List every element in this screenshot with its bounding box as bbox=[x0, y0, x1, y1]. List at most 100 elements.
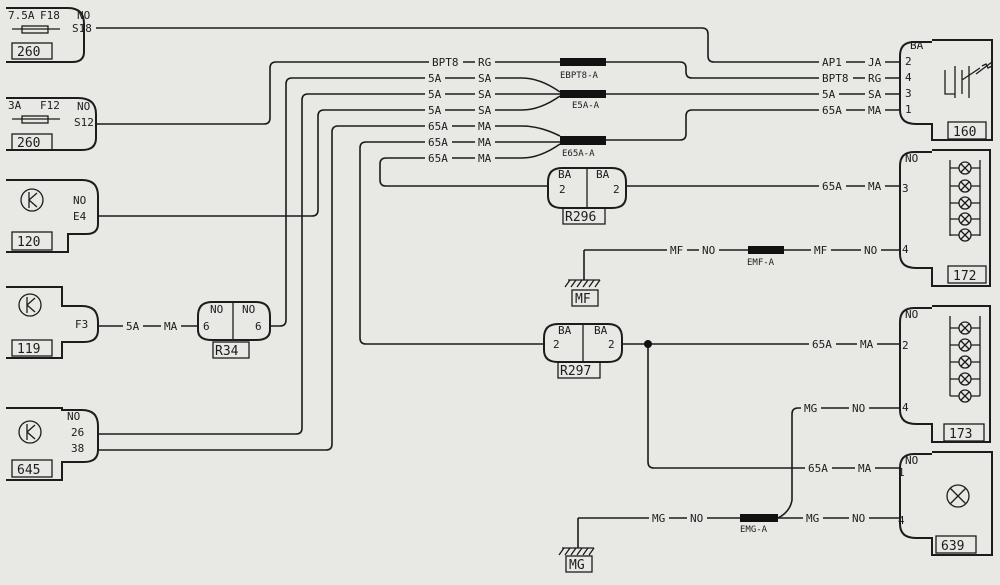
component-119: 119 F3 bbox=[6, 286, 99, 359]
component-id: 639 bbox=[941, 539, 964, 554]
wire-label: SA bbox=[868, 88, 882, 101]
wire-5a-e4 bbox=[98, 95, 561, 217]
splice-e5a: E5A-A bbox=[560, 90, 606, 111]
connector-r297: BA BA 2 2 R297 bbox=[543, 323, 623, 379]
connector-color: NO bbox=[210, 303, 223, 316]
pin-label: NO bbox=[67, 410, 80, 423]
wire-5a-645-26 bbox=[98, 93, 560, 435]
wire-label: BPT8 bbox=[432, 56, 459, 69]
wire-5a-r34 bbox=[270, 77, 561, 327]
wire-label: 5A bbox=[428, 88, 442, 101]
component-120: 120 NO E4 bbox=[6, 179, 99, 253]
wire-label: RG bbox=[868, 72, 881, 85]
wire-label: MA bbox=[478, 152, 492, 165]
component-id: 172 bbox=[953, 269, 976, 284]
splice-e65a: E65A-A bbox=[560, 136, 606, 159]
pin-label: 3 bbox=[902, 182, 909, 195]
component-id: 260 bbox=[17, 45, 40, 60]
component-645: 645 NO 26 38 bbox=[6, 407, 99, 481]
wire-label: 5A bbox=[428, 72, 442, 85]
switch-icon bbox=[20, 188, 44, 212]
pin-label: 4 bbox=[902, 243, 909, 256]
connector-id: R296 bbox=[565, 210, 596, 225]
pin-label: 2 bbox=[905, 55, 912, 68]
splice-emg: EMG-A bbox=[740, 514, 778, 535]
pin-label: F3 bbox=[75, 318, 88, 331]
splice-ebpt8: EBPT8-A bbox=[560, 58, 606, 81]
pin-label: NO bbox=[73, 194, 86, 207]
wire-label: MA bbox=[868, 180, 882, 193]
pin-label: 2 bbox=[902, 339, 909, 352]
ground-id: MF bbox=[575, 292, 591, 307]
wire-label: 5A bbox=[126, 320, 140, 333]
component-160: BA 2 4 3 1 160 bbox=[899, 39, 993, 141]
component-173: NO 2 4 173 bbox=[899, 305, 991, 443]
wire-label: MA bbox=[860, 338, 874, 351]
ground-mf: MF bbox=[564, 250, 601, 307]
pin-label: NO bbox=[905, 308, 918, 321]
wires bbox=[96, 27, 900, 519]
relay-icon bbox=[944, 61, 993, 98]
splice-label: E5A-A bbox=[572, 101, 600, 111]
wire-65a-645-38 bbox=[98, 125, 561, 451]
wire-label: MF bbox=[814, 244, 827, 257]
wire-label: MA bbox=[164, 320, 178, 333]
pin-label: 4 bbox=[898, 514, 905, 527]
lamp-array-icon bbox=[949, 316, 981, 403]
fuse-rating: 7.5A bbox=[8, 9, 35, 22]
pin-label: BA bbox=[910, 39, 924, 52]
pin-label: 3 bbox=[905, 87, 912, 100]
component-id: 119 bbox=[17, 342, 40, 357]
connector-id: R34 bbox=[215, 344, 239, 359]
wire-label: NO bbox=[702, 244, 715, 257]
component-id: 173 bbox=[949, 427, 972, 442]
pin-label: 2 bbox=[613, 183, 620, 196]
wire-label: NO bbox=[852, 512, 865, 525]
wire-65a-r296 bbox=[379, 143, 561, 187]
switch-icon bbox=[18, 293, 42, 317]
wire-label: BPT8 bbox=[822, 72, 849, 85]
wire-label: 65A bbox=[812, 338, 832, 351]
connector-color: NO bbox=[242, 303, 255, 316]
pin-label: NO bbox=[77, 100, 90, 113]
pin-label: 6 bbox=[255, 320, 262, 333]
component-id: 260 bbox=[17, 136, 40, 151]
component-id: 120 bbox=[17, 235, 40, 250]
wire-label: 65A bbox=[808, 462, 828, 475]
wire-label: SA bbox=[478, 88, 492, 101]
component-639: NO 1 4 639 bbox=[898, 451, 993, 556]
connector-id: R297 bbox=[560, 364, 591, 379]
pin-label: 1 bbox=[898, 466, 905, 479]
wire-label: MG bbox=[804, 402, 817, 415]
wire-label: MG bbox=[806, 512, 819, 525]
connector-color: BA bbox=[594, 324, 608, 337]
connector-r34: NO NO 6 6 R34 bbox=[197, 301, 271, 359]
wire-label: 65A bbox=[428, 152, 448, 165]
fuse-id: F18 bbox=[40, 9, 60, 22]
wire-label: MA bbox=[478, 120, 492, 133]
lamp-icon bbox=[946, 484, 970, 508]
wire-emg-173 bbox=[777, 407, 900, 519]
wire-label: MA bbox=[858, 462, 872, 475]
wire-junction-639 bbox=[647, 344, 900, 469]
connector-color: BA bbox=[558, 324, 572, 337]
wire-bpt8 bbox=[96, 61, 560, 125]
splice-label: EMF-A bbox=[747, 258, 775, 268]
ground-id: MG bbox=[569, 558, 585, 573]
wire-label: RG bbox=[478, 56, 491, 69]
wire-label: AP1 bbox=[822, 56, 842, 69]
component-260-f18: 7.5A F18 260 NO S18 bbox=[6, 7, 92, 63]
wire-label: SA bbox=[478, 104, 492, 117]
wire-label: MG bbox=[652, 512, 665, 525]
wire-label: SA bbox=[478, 72, 492, 85]
fuse-rating: 3A bbox=[8, 99, 22, 112]
wire-65a-out bbox=[606, 109, 900, 141]
junction-dot bbox=[644, 340, 652, 348]
component-id: 160 bbox=[953, 125, 976, 140]
wire-label: 5A bbox=[428, 104, 442, 117]
splice-label: EMG-A bbox=[740, 525, 768, 535]
wire-label: MA bbox=[478, 136, 492, 149]
switch-icon bbox=[18, 420, 42, 444]
